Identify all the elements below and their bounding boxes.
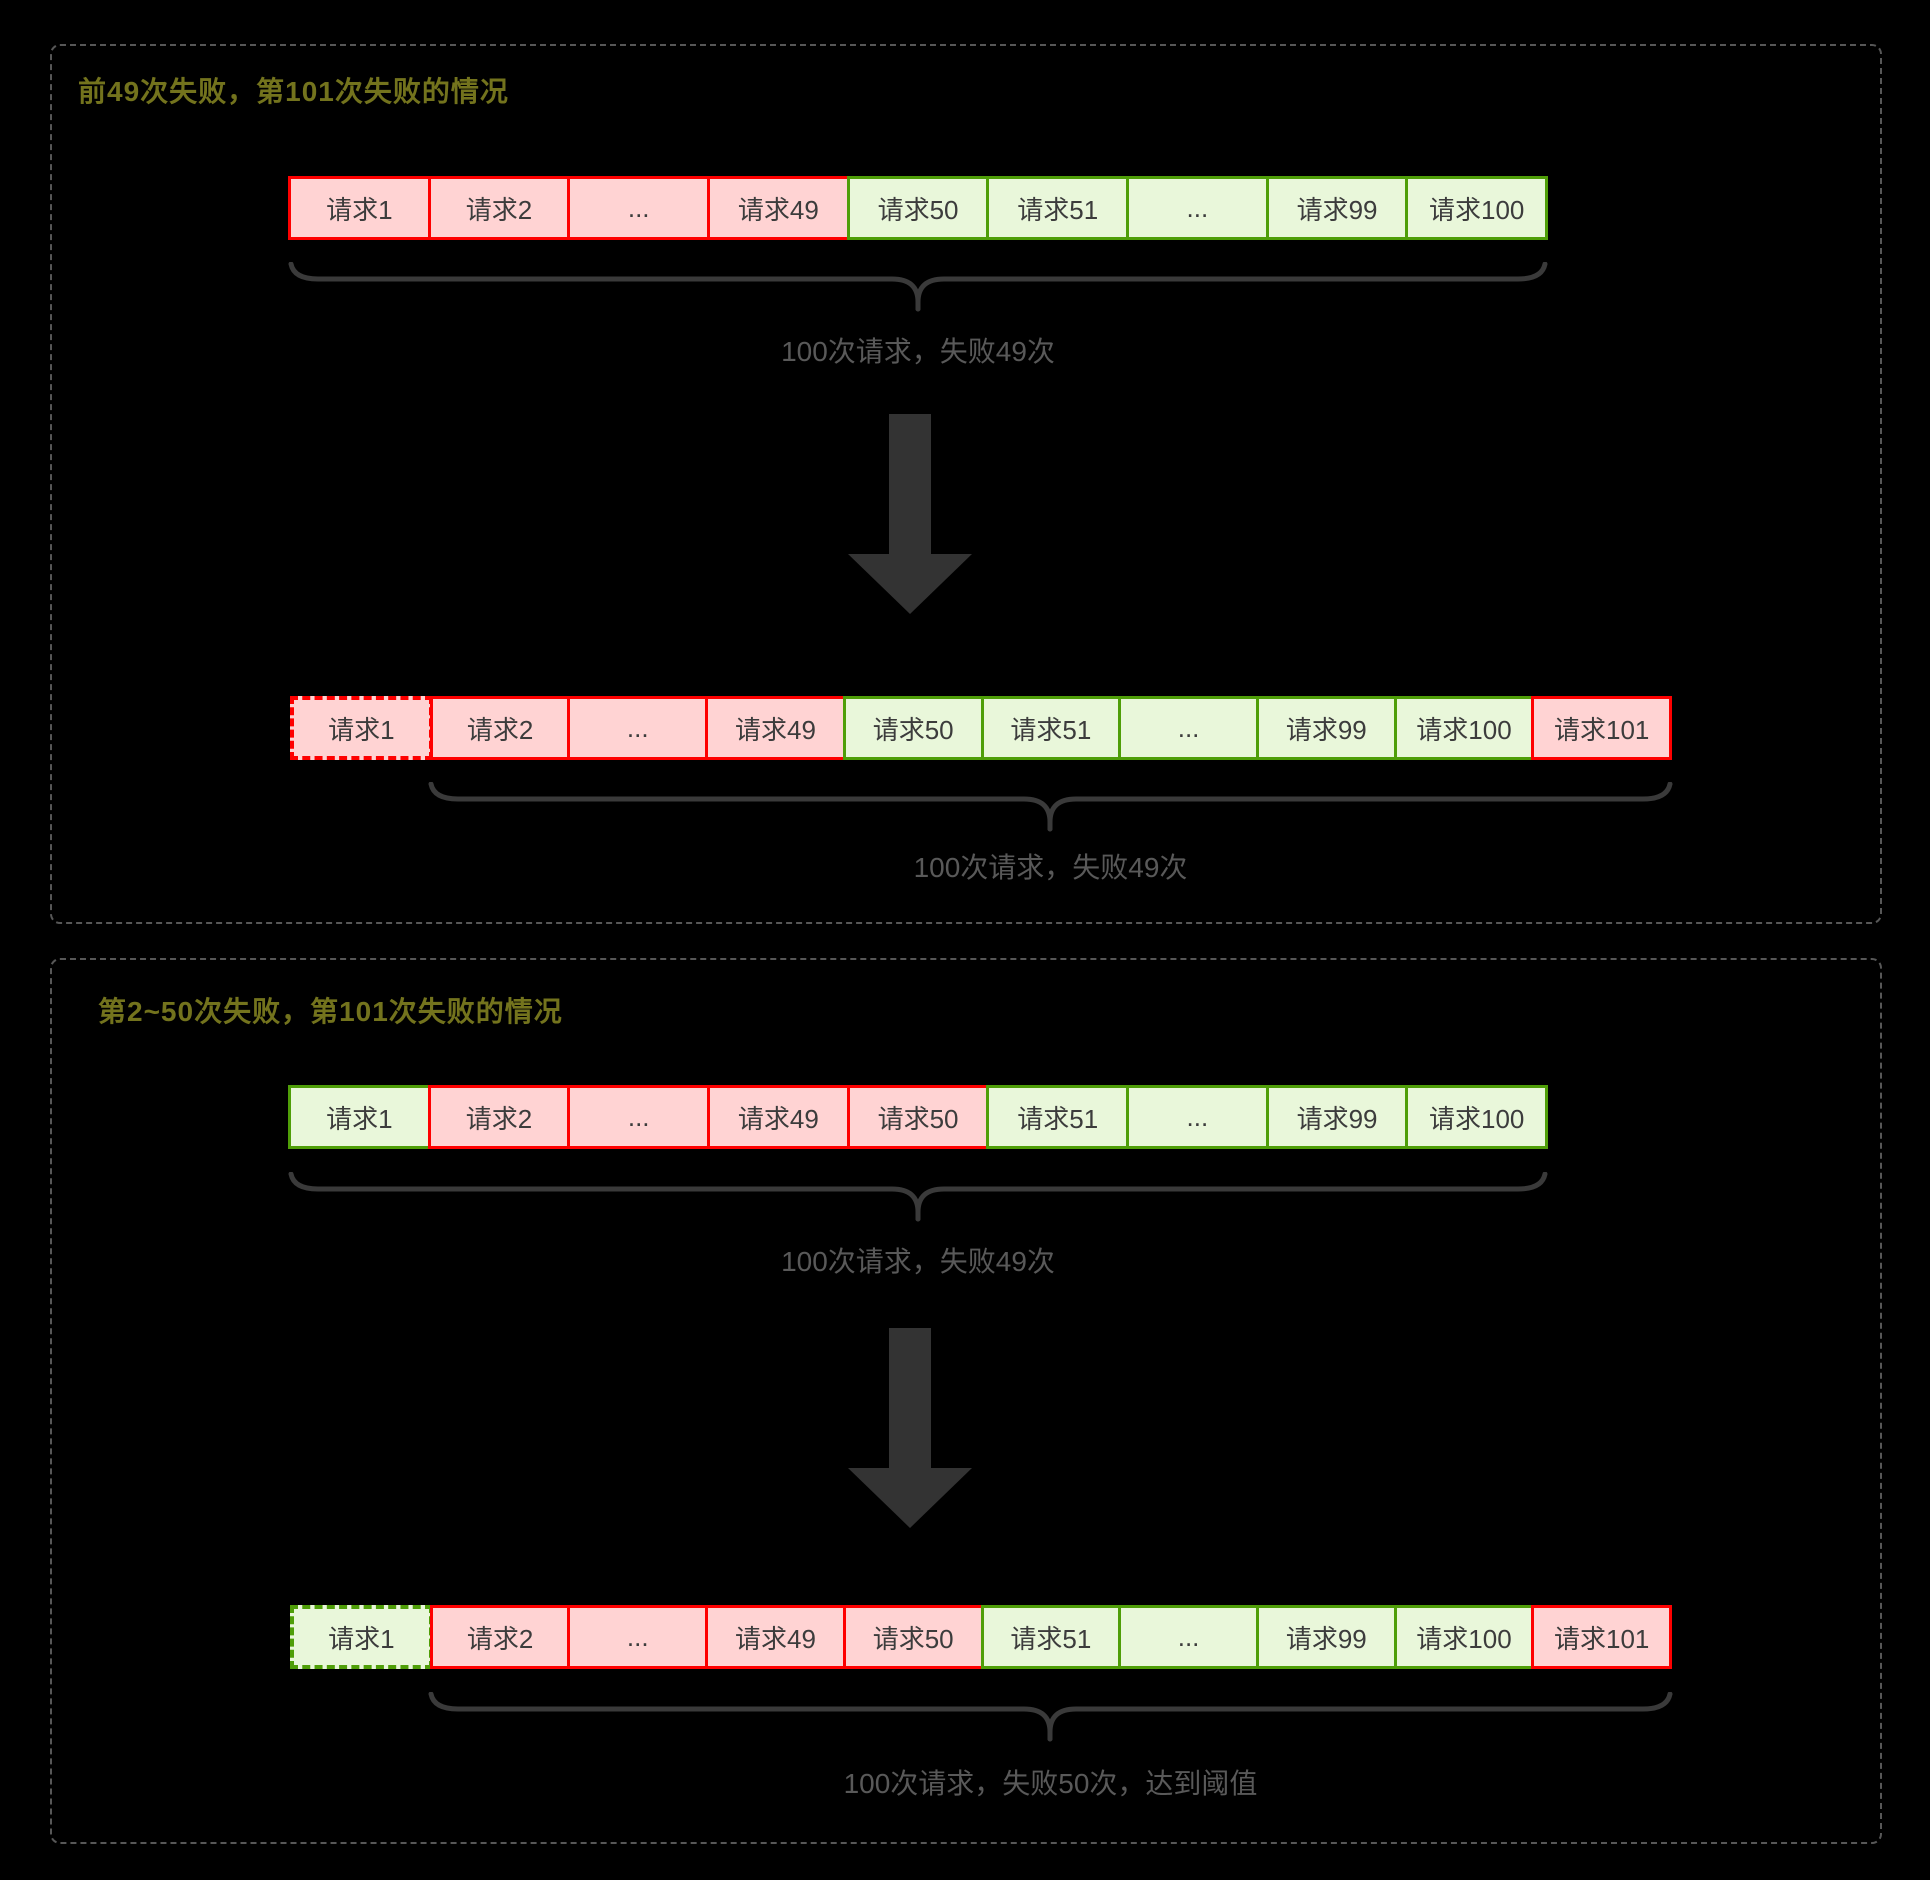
flow-down-arrow-icon-1	[848, 414, 972, 614]
request-cell: 请求101	[1531, 696, 1673, 760]
request-cell: 请求99	[1255, 696, 1397, 760]
section-1-title: 前49次失败，第101次失败的情况	[78, 76, 509, 107]
request-cell: 请求100	[1393, 1605, 1535, 1669]
section-panel-2	[50, 958, 1882, 1844]
request-cell: 请求101	[1531, 1605, 1673, 1669]
request-cell: ...	[1118, 1605, 1259, 1669]
request-cell: 请求49	[705, 696, 846, 760]
underbrace-4	[428, 1692, 1673, 1742]
request-cell: 请求51	[980, 1605, 1122, 1669]
request-cell: 请求2	[429, 696, 571, 760]
request-cell: 请求49	[707, 1085, 850, 1149]
request-cell: 请求49	[705, 1605, 846, 1669]
request-cell: 请求100	[1405, 176, 1549, 240]
request-cell: 请求2	[429, 1605, 571, 1669]
request-cell: 请求100	[1405, 1085, 1549, 1149]
request-cell: 请求51	[986, 176, 1130, 240]
section-panel-1	[50, 44, 1882, 924]
caption-2: 100次请求，失败49次	[913, 852, 1188, 883]
request-cell: ...	[567, 1085, 711, 1149]
request-cell: 请求100	[1393, 696, 1535, 760]
underbrace-3	[288, 1172, 1548, 1222]
request-cell: 请求99	[1265, 176, 1409, 240]
underbrace-1	[288, 262, 1548, 312]
request-cell: 请求50	[846, 1085, 990, 1149]
request-cell: 请求1	[288, 1085, 431, 1149]
request-cell: 请求2	[427, 1085, 571, 1149]
caption-4: 100次请求，失败50次，达到阈值	[843, 1768, 1258, 1799]
request-cell: ...	[567, 176, 711, 240]
request-cell: 请求50	[842, 696, 984, 760]
caption-3: 100次请求，失败49次	[781, 1246, 1055, 1277]
underbrace-2	[428, 782, 1673, 832]
caption-1: 100次请求，失败49次	[781, 336, 1055, 367]
request-cell: ...	[1126, 176, 1269, 240]
request-cell: ...	[1118, 696, 1259, 760]
request-cell: 请求50	[842, 1605, 984, 1669]
request-cell: ...	[567, 1605, 709, 1669]
request-cell: 请求2	[427, 176, 571, 240]
request-cell: 请求1	[290, 1605, 433, 1669]
request-cell: 请求49	[707, 176, 850, 240]
request-cell: ...	[1126, 1085, 1269, 1149]
request-cell: 请求99	[1255, 1605, 1397, 1669]
request-cell: 请求50	[846, 176, 990, 240]
request-cell: 请求1	[288, 176, 431, 240]
request-cell: 请求1	[290, 696, 433, 760]
flow-down-arrow-icon-2	[848, 1328, 972, 1528]
request-cell: 请求51	[986, 1085, 1130, 1149]
request-cell: 请求51	[980, 696, 1122, 760]
request-cell: 请求99	[1265, 1085, 1409, 1149]
section-2-title: 第2~50次失败，第101次失败的情况	[98, 996, 563, 1027]
request-cell: ...	[567, 696, 709, 760]
